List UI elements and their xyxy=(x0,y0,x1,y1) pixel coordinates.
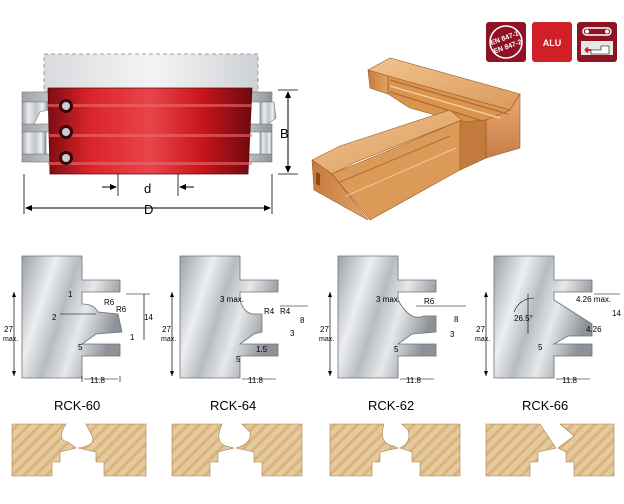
wood-sample-rck-66 xyxy=(485,423,615,477)
en847-badge: EN 847-1 EN 847-2 xyxy=(486,22,526,62)
rck62-d3: 3 xyxy=(450,330,455,339)
rck60-d1: 1 xyxy=(68,290,73,299)
rck66-top: 4.26 max. xyxy=(576,295,611,304)
rck66-width: 11.8 xyxy=(562,376,577,385)
rck60-height-14: 14 xyxy=(144,313,153,322)
rck60-d1b: 1 xyxy=(130,333,135,342)
rck64-h8: 8 xyxy=(300,316,305,325)
rck64-height-unit: max. xyxy=(161,336,176,343)
rck66-height-unit: max. xyxy=(475,336,490,343)
rck62-height-unit: max. xyxy=(319,336,334,343)
rck64-width: 11.8 xyxy=(248,376,263,385)
rck64-r1: R4 xyxy=(264,307,275,316)
alu-badge: ALU xyxy=(532,22,572,62)
rck64-r2: R4 xyxy=(280,307,291,316)
rck64-d5: 5 xyxy=(236,355,241,364)
rck66-height: 27 xyxy=(476,325,485,334)
wood-joint-illustration xyxy=(311,57,521,221)
profile-diagram-rck-66: 27 max. 26.5° 4.26 max. 14 4.26 5 xyxy=(475,255,621,380)
dimension-d-label: d xyxy=(144,181,151,196)
profile-diagram-rck-62: 27 max. 3 max. R6 8 3 5 xyxy=(319,255,466,380)
profile-diagram-rck-64: 27 max. 3 max. R4 R4 8 3 1.5 5 xyxy=(161,255,308,380)
rck64-height: 27 xyxy=(162,325,171,334)
rck66-h14: 14 xyxy=(612,309,621,318)
alu-text: ALU xyxy=(543,38,562,48)
rck60-height-unit: max. xyxy=(3,336,18,343)
rck62-width: 11.8 xyxy=(406,376,421,385)
wood-sample-rck-62 xyxy=(329,423,461,477)
feed-direction-badge xyxy=(577,22,617,62)
rck66-d426: 4.26 xyxy=(586,325,602,334)
rck66-name: RCK-66 xyxy=(522,398,569,413)
rck60-height: 27 xyxy=(4,325,13,334)
cutter-head-illustration: B d D xyxy=(21,53,298,217)
rck66-d5: 5 xyxy=(538,343,543,352)
rck60-radius: R6 xyxy=(104,298,115,307)
wood-sample-rck-60 xyxy=(11,423,147,477)
dimension-big-d-label: D xyxy=(144,202,153,217)
rck64-top: 3 max. xyxy=(220,295,244,304)
dimension-b-label: B xyxy=(280,126,289,141)
rck62-height: 27 xyxy=(320,325,329,334)
rck64-d3: 3 xyxy=(290,329,295,338)
wood-samples-row xyxy=(11,423,615,477)
rck62-top: 3 max. xyxy=(376,295,400,304)
rck64-name: RCK-64 xyxy=(210,398,257,413)
rck62-name: RCK-62 xyxy=(368,398,415,413)
rck62-h8: 8 xyxy=(454,315,459,324)
rck60-d2: 2 xyxy=(52,313,57,322)
rck66-angle: 26.5° xyxy=(514,314,533,323)
wood-sample-rck-64 xyxy=(171,423,303,477)
rck60-d5: 5 xyxy=(78,343,83,352)
rck60-radius-2: R6 xyxy=(116,305,127,314)
rck60-width: 11.8 xyxy=(90,376,105,385)
rck60-name: RCK-60 xyxy=(54,398,101,413)
rck64-d15: 1.5 xyxy=(256,345,268,354)
feed-direction-hand-icon xyxy=(581,27,613,55)
rck62-radius: R6 xyxy=(424,297,435,306)
profile-diagram-rck-60: 27 max. 1 2 R6 R6 14 1 5 xyxy=(3,255,153,382)
rck62-d5: 5 xyxy=(394,345,399,354)
